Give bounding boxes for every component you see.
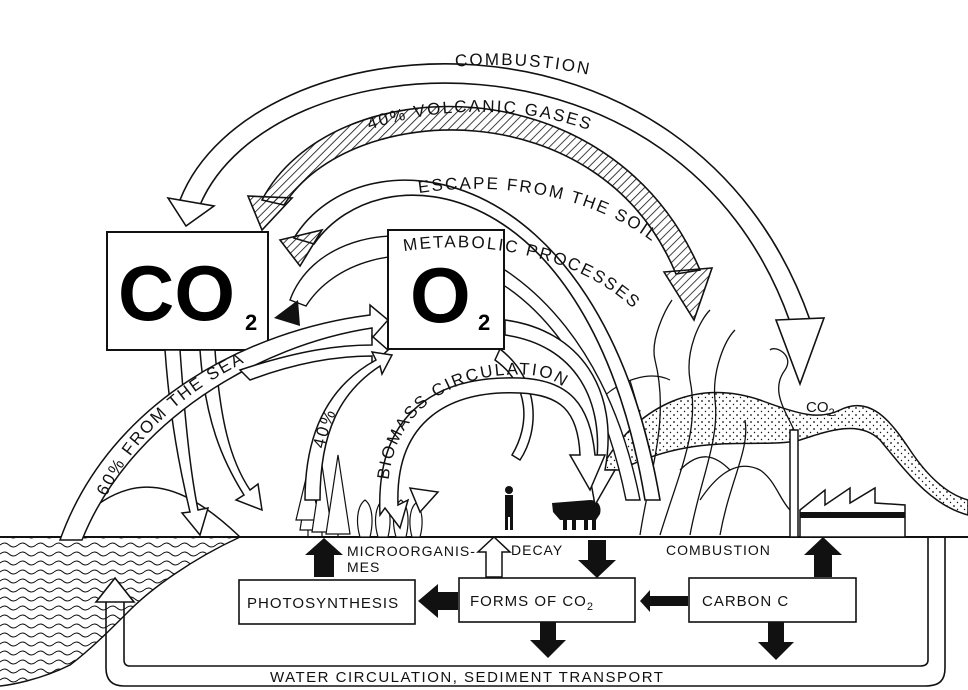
photosynthesis-box: PHOTOSYNTHESIS — [238, 579, 416, 625]
biomass-arrow — [379, 377, 607, 530]
decay-up-arrow — [476, 535, 512, 578]
black-down-arrow-forms — [530, 622, 566, 658]
black-up-arrow-combustion — [804, 537, 842, 577]
microorganisms-label: MICROORGANIS- — [347, 543, 476, 559]
svg-text:FORMS OF CO2: FORMS OF CO2 — [470, 593, 594, 613]
svg-text:2: 2 — [245, 310, 257, 335]
co2-smoke-label: CO2 — [806, 399, 835, 419]
svg-text:O: O — [410, 251, 471, 339]
black-left-arrow-photosynthesis — [418, 584, 458, 618]
trees-icon — [295, 454, 351, 537]
black-down-arrow-decay — [578, 540, 616, 578]
carbon-c-box: CARBON C — [688, 577, 857, 623]
decay-label: DECAY — [511, 542, 563, 558]
svg-text:2: 2 — [478, 310, 490, 335]
co2-box: CO 2 — [106, 231, 269, 351]
svg-text:CO: CO — [118, 249, 235, 337]
forms-of-co2-box: FORMS OF CO2 — [458, 577, 636, 623]
escape-soil-arc — [278, 179, 661, 501]
combustion-arc — [166, 63, 826, 387]
combustion-ground-label: COMBUSTION — [666, 542, 771, 558]
black-up-arrow-microorganisms — [305, 538, 343, 577]
person-icon — [505, 486, 513, 530]
water-circulation-loop — [94, 537, 946, 687]
svg-text:CARBON C: CARBON C — [702, 593, 789, 610]
o2-down-arrows — [494, 319, 617, 508]
volcanic-gases-arc — [246, 105, 714, 322]
svg-text:PHOTOSYNTHESIS: PHOTOSYNTHESIS — [247, 595, 399, 612]
svg-text:CO2: CO2 — [806, 399, 835, 419]
microorganisms-label-2: MES — [347, 559, 380, 575]
left-arrow-carbon — [640, 590, 688, 612]
factory-icon — [769, 348, 906, 538]
biomass-arc-label: BIOMASS CIRCULATION — [374, 359, 573, 480]
cow-icon — [552, 500, 601, 530]
o2-box: O 2 — [387, 229, 505, 350]
forty-percent-arrow — [304, 351, 394, 501]
water-circulation-label: WATER CIRCULATION, SEDIMENT TRANSPORT — [270, 669, 664, 686]
forty-percent-label: 40% — [309, 405, 340, 450]
black-down-arrow-carbon — [758, 622, 794, 660]
